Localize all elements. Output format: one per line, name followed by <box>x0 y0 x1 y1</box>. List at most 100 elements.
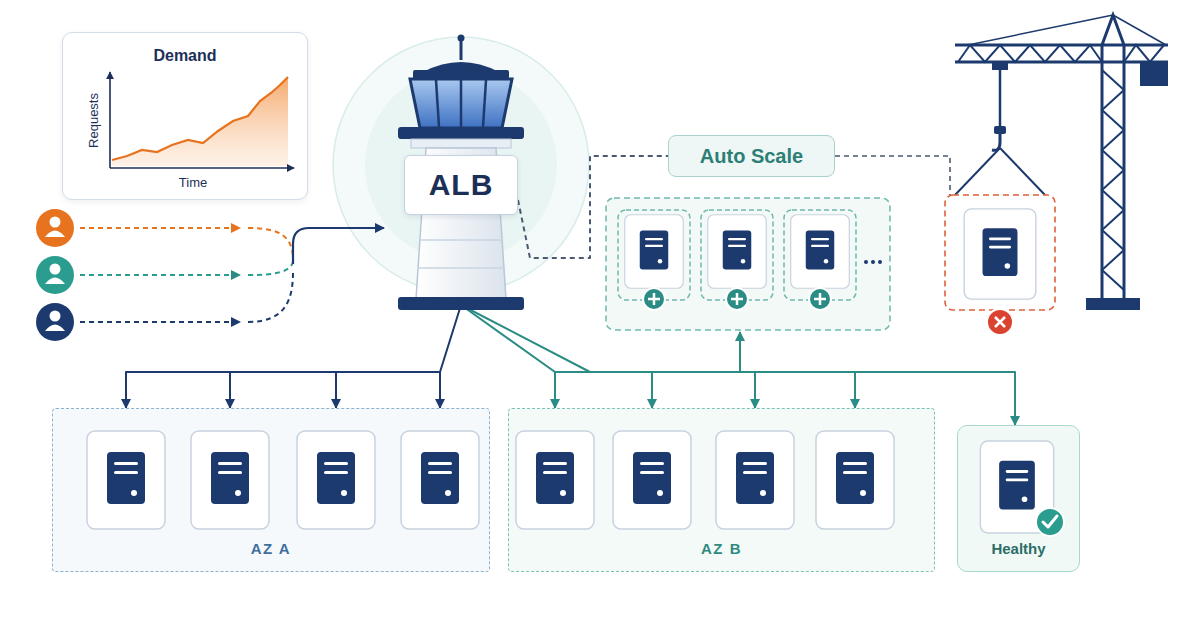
autoscale-pill: Auto Scale <box>668 135 835 177</box>
branch-arrow <box>335 372 337 408</box>
plus-circle <box>643 288 665 310</box>
branch-arrow <box>651 372 653 408</box>
request-line <box>80 227 240 229</box>
tower-antenna <box>460 40 463 60</box>
zone-box: AZ B <box>508 408 935 572</box>
plus-badge <box>643 288 665 310</box>
user-icon <box>36 256 74 294</box>
branch-arrow <box>439 372 441 408</box>
healthy-badge <box>1036 508 1064 536</box>
tower-gallery <box>398 127 524 139</box>
crane <box>955 15 1168 310</box>
balancer-label: ALB <box>404 155 518 215</box>
branch-arrow <box>754 372 756 408</box>
window-mullion <box>483 80 486 127</box>
plus-circle <box>809 288 831 310</box>
user-circle <box>36 303 74 341</box>
server-icon <box>613 431 691 529</box>
more-dots <box>871 260 875 264</box>
balancer-text: ALB <box>405 168 517 203</box>
scale-group <box>606 198 890 330</box>
request-line <box>248 272 293 322</box>
new-server-outline <box>784 210 856 300</box>
crane-sling <box>955 148 1000 195</box>
user-head <box>50 264 61 275</box>
autoscale-text: Auto Scale <box>669 145 834 168</box>
zone-label: AZ B <box>509 540 934 557</box>
more-dots <box>864 260 868 264</box>
control-tower <box>398 35 524 311</box>
remove-cross <box>995 317 1005 327</box>
user-icon <box>36 209 74 247</box>
crane-lattice <box>1102 70 1124 290</box>
demand-area <box>112 77 288 166</box>
new-server-outline <box>701 210 773 300</box>
crane-cab <box>1140 62 1168 86</box>
user-head <box>50 311 61 322</box>
remove-badge <box>987 309 1013 335</box>
plus-sign <box>648 293 660 305</box>
crane-block <box>994 126 1006 134</box>
tower-band <box>420 239 502 241</box>
user-head <box>50 217 61 228</box>
server-icon <box>791 215 850 289</box>
crane-base <box>1086 298 1140 310</box>
user-body <box>45 278 65 285</box>
health-label: Healthy <box>958 540 1079 557</box>
axis-label: Time <box>143 176 243 191</box>
plus-circle <box>726 288 748 310</box>
scale-arrow <box>739 332 741 372</box>
server-icon <box>625 215 684 289</box>
request-line <box>248 228 293 258</box>
crane-mast <box>1123 45 1126 300</box>
removed-server-box <box>945 195 1055 310</box>
plus-badge <box>809 288 831 310</box>
user-body <box>45 231 65 238</box>
server-icon <box>297 431 375 529</box>
user-body <box>45 325 65 332</box>
crane-tie <box>968 15 1113 45</box>
more-dots <box>878 260 882 264</box>
check-mark <box>1043 516 1057 527</box>
window-mullion <box>436 80 439 127</box>
request-line <box>80 321 240 323</box>
server-icon <box>87 431 165 529</box>
window-mullion <box>460 80 463 127</box>
zone-label: AZ A <box>53 540 489 557</box>
crane-sling <box>1000 148 1045 195</box>
plus-sign <box>814 293 826 305</box>
request-line <box>80 274 240 276</box>
chart-axis <box>110 167 294 169</box>
user-circle <box>36 209 74 247</box>
crane-lattice <box>1124 45 1164 62</box>
server-icon <box>191 431 269 529</box>
branch-arrow <box>229 372 231 408</box>
connector <box>126 215 461 408</box>
crane-trolley <box>992 62 1008 70</box>
server-icon <box>516 431 594 529</box>
plus-badge <box>726 288 748 310</box>
new-server-outline <box>618 210 690 300</box>
server-icon <box>964 209 1036 299</box>
tower-gallery <box>411 139 511 148</box>
request-line <box>248 262 293 275</box>
branch-arrow <box>554 372 556 408</box>
plus-sign <box>731 293 743 305</box>
user-circle <box>36 256 74 294</box>
server-icon <box>401 431 479 529</box>
axis-label: Requests <box>87 75 102 165</box>
check-circle <box>1036 508 1064 536</box>
server-icon <box>980 441 1053 533</box>
tower-windows <box>410 79 512 128</box>
user-icon <box>36 303 74 341</box>
remove-circle <box>987 309 1013 335</box>
crane-mast <box>1101 45 1104 300</box>
zone-box: AZ A <box>52 408 490 572</box>
server-icon <box>816 431 894 529</box>
crane-tie <box>1113 15 1166 45</box>
tower-base <box>398 297 524 310</box>
tower-band <box>418 267 504 269</box>
health-box: Healthy <box>957 425 1080 572</box>
crane-cable <box>999 70 1002 128</box>
